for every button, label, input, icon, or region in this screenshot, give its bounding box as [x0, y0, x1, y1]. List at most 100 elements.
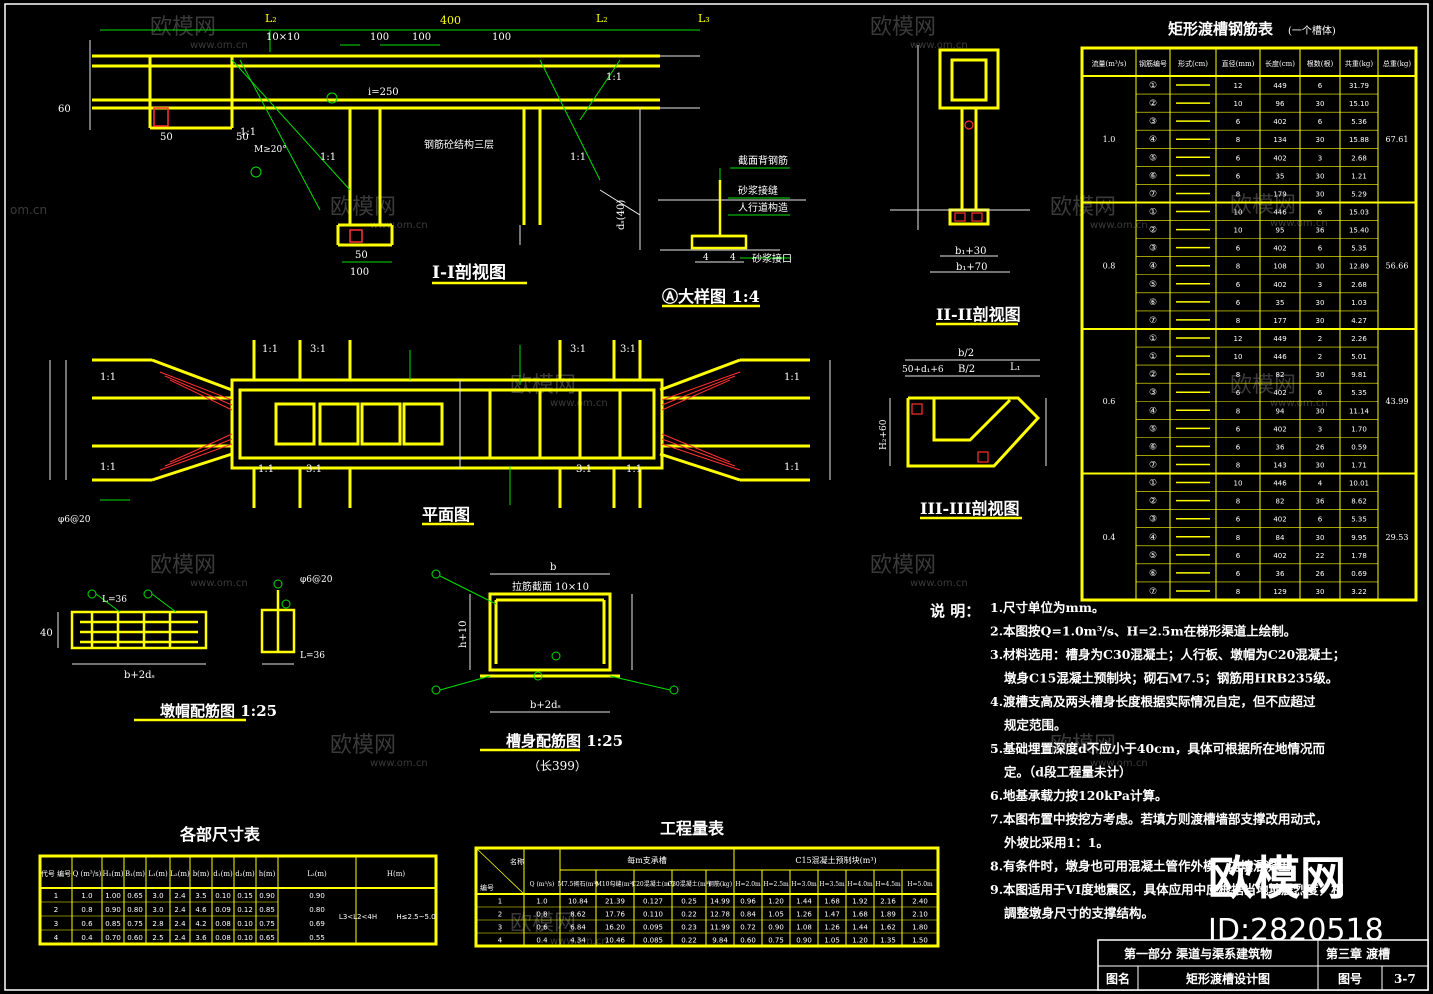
sec1-dim-l2b: L₂	[596, 12, 608, 25]
rebar-weight: 4.27	[1351, 317, 1367, 325]
sec3-dim-h: H₂+60	[879, 419, 889, 450]
rebar-diameter: 6	[1236, 552, 1241, 560]
rebar-diameter: 6	[1236, 154, 1241, 162]
qty-cell: 0.22	[681, 937, 697, 945]
rebar-count: 6	[1318, 82, 1323, 90]
rebar-diameter: 6	[1236, 118, 1241, 126]
qty-header: H=3.0m	[791, 881, 817, 888]
plan-ratio-10: 3:1	[620, 344, 636, 355]
watermark-layer: 欧模网www.om.cn欧模网www.om.cn欧模网www.om.cn欧模网w…	[10, 15, 1328, 947]
detail-a-note-3: 人行道构造	[738, 201, 788, 214]
qty-cell: 1.26	[796, 911, 812, 919]
dims-cell: 0.8	[81, 906, 92, 914]
rebar-id: ②	[1149, 99, 1157, 109]
section-1-1-view: L₂ 400 L₂ L₃ 10×10 100 100 100 i=250 1:1…	[58, 12, 710, 285]
watermark-url: www.om.cn	[1090, 220, 1148, 231]
qty-cell: 0.25	[681, 898, 697, 906]
qty-cell: 0.8	[536, 911, 547, 919]
plan-ratio-8: 1:1	[626, 464, 642, 475]
qty-cell: 0.4	[536, 937, 548, 945]
sec1-dim-100d: 100	[350, 267, 369, 278]
watermark-brand: 欧模网	[150, 553, 216, 578]
watermark-brand-large: 欧模网	[1208, 851, 1346, 905]
qty-cell: 0.127	[643, 898, 663, 906]
plan-ratio-11: 1:1	[784, 372, 800, 383]
rebar-length: 402	[1273, 118, 1286, 126]
note-line: 5.基础埋置深度d不应小于40cm，具体可根据所在地情况而	[990, 741, 1326, 756]
watermark-brand: 欧模网	[330, 195, 396, 220]
dims-cell: 0.4	[81, 934, 93, 942]
watermark-url: www.om.cn	[550, 936, 608, 947]
dims-cell: 0.90	[259, 892, 275, 900]
qty-cell: 1.68	[852, 911, 868, 919]
rebar-weight: 0.59	[1351, 443, 1367, 451]
dims-cell: 0.75	[259, 920, 275, 928]
rebar-table-header: 总重(kg)	[1383, 59, 1411, 68]
dims-cell: 0.60	[127, 934, 143, 942]
sec1-dim-100a: 100	[370, 32, 389, 43]
rebar-length: 402	[1273, 389, 1286, 397]
sec1-slope-i: i=250	[368, 87, 399, 98]
rebar-count: 2	[1318, 353, 1322, 361]
rebar-length: 177	[1273, 317, 1286, 325]
rebar-weight: 1.78	[1351, 552, 1367, 560]
rebar-count: 3	[1318, 154, 1322, 162]
pier-rebar-l36a: L=36	[102, 595, 127, 605]
watermark-url: www.om.cn	[1270, 218, 1328, 229]
dims-cell: 3.0	[152, 892, 163, 900]
qty-corner-top: 名称	[510, 857, 524, 866]
rebar-id: ④	[1149, 135, 1157, 145]
dims-header: d₁(m)	[213, 870, 233, 878]
rebar-length: 449	[1273, 82, 1286, 90]
section-2-2-view: b₁+30 b₁+70 II-II剖视图	[890, 45, 1030, 326]
rebar-id: ⑥	[1149, 569, 1157, 579]
dims-cell: 0.69	[309, 920, 325, 928]
rebar-diameter: 6	[1236, 570, 1241, 578]
sec1-dim-50b: 50	[236, 132, 249, 143]
qty-cell: 1.26	[824, 924, 840, 932]
pier-rebar-width: b+2dₛ	[124, 670, 155, 681]
qty-header: 钢筋(kg)	[708, 880, 732, 888]
dims-header: H₁(m)	[102, 870, 123, 878]
trough-rebar-haunch: 拉筋截面 10×10	[512, 580, 589, 593]
title-block: 第一部分 渠道与渠系建筑物 第三章 渡槽 图名 矩形渡槽设计图 图号 3-7	[1097, 939, 1429, 991]
rebar-weight: 5.35	[1351, 516, 1367, 524]
sec3-dim-50: 50+d₁+6	[902, 365, 944, 375]
qty-cell: 14.99	[710, 898, 730, 906]
rebar-table-header: 长度(cm)	[1265, 59, 1295, 68]
rebar-diameter: 6	[1236, 299, 1241, 307]
qty-header: Q (m³/s)	[530, 881, 555, 888]
rebar-total: 67.61	[1386, 135, 1409, 144]
note-line: 外坡比采用1：1。	[1003, 835, 1109, 850]
rebar-table-header: 共重(kg)	[1345, 59, 1373, 68]
rebar-diameter: 6	[1236, 516, 1241, 524]
watermark-brand: 欧模网	[1230, 373, 1296, 398]
sec2-dim-a: b₁+30	[955, 246, 987, 257]
plan-rebar-note: φ6@20	[58, 515, 91, 525]
rebar-length: 402	[1273, 552, 1286, 560]
rebar-table-header: 流量(m³/s)	[1092, 59, 1127, 68]
rebar-diameter: 10	[1234, 227, 1243, 235]
dims-header: L₂(m)	[170, 870, 190, 878]
plan-ratio-3: 3:1	[306, 464, 322, 475]
section-1-1-title: I-I剖视图	[432, 262, 506, 283]
sec1-slope-2: 1:1	[570, 152, 586, 163]
rebar-id: ③	[1149, 117, 1157, 127]
rebar-length: 108	[1273, 263, 1286, 271]
rebar-count: 6	[1318, 118, 1323, 126]
rebar-weight: 1.70	[1351, 425, 1367, 433]
dims-header: H(m)	[387, 870, 405, 878]
rebar-weight: 10.01	[1349, 480, 1369, 488]
qty-corner-bottom: 编号	[480, 883, 494, 892]
rebar-diameter: 8	[1236, 371, 1240, 379]
rebar-diameter: 8	[1236, 407, 1240, 415]
qty-header: C20混凝土(m³)	[631, 880, 674, 888]
rebar-id: ⑦	[1149, 316, 1157, 326]
dims-header: d₂(m)	[235, 870, 255, 878]
dims-l3-note: L3<L2<4H	[339, 913, 377, 921]
rebar-weight: 12.89	[1349, 263, 1369, 271]
rebar-count: 26	[1316, 443, 1325, 451]
note-line: 3.材料选用：槽身为C30混凝土；人行板、墩帽为C20混凝土；	[990, 647, 1345, 662]
